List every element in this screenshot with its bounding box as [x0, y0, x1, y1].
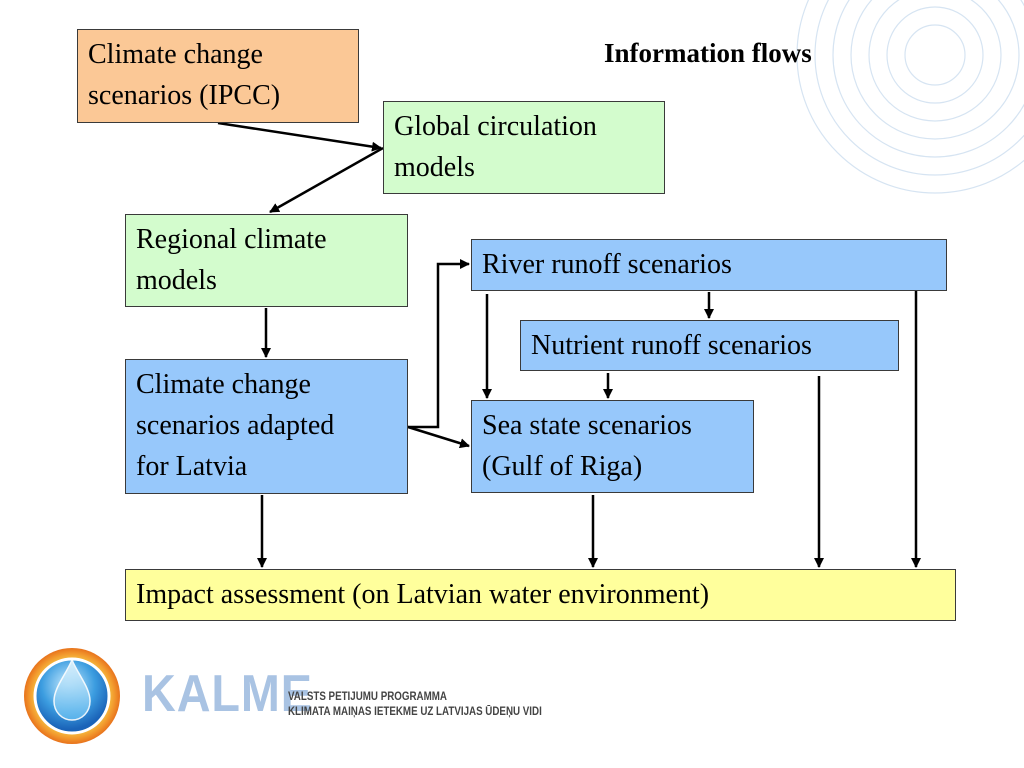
- slide-title: Information flows: [604, 38, 812, 68]
- box-line: Sea state scenarios: [482, 410, 692, 441]
- box-climate-change-scenarios-adapted: Climate change scenarios adapted for Lat…: [125, 359, 408, 494]
- box-line: (Gulf of Riga): [482, 451, 643, 482]
- box-line: models: [394, 152, 475, 183]
- box-climate-change-scenarios-ipcc: Climate change scenarios (IPCC): [77, 29, 359, 123]
- logo-subtitle: VALSTS PĒTĪJUMU PROGRAMMA KLIMATA MAIŅAS…: [288, 690, 542, 720]
- box-regional-climate-models: Regional climate models: [125, 214, 408, 307]
- box-line: Climate change: [88, 39, 263, 70]
- arrow-adapted-to-river: [408, 259, 470, 429]
- box-line: Global circulation: [394, 111, 597, 142]
- water-drop-icon: [24, 648, 120, 744]
- box-line: scenarios (IPCC): [88, 80, 281, 111]
- box-line: scenarios adapted: [136, 410, 335, 441]
- box-global-circulation-models: Global circulation models: [383, 101, 665, 194]
- logo-subtitle-line-1: VALSTS PĒTĪJUMU PROGRAMMA: [288, 691, 447, 703]
- arrow-gcm-to-rcm: [269, 146, 384, 214]
- box-river-runoff-scenarios: River runoff scenarios: [471, 239, 947, 291]
- logo-wordmark: KALME: [142, 665, 313, 723]
- box-impact-assessment: Impact assessment (on Latvian water envi…: [125, 569, 956, 621]
- box-line: for Latvia: [136, 451, 248, 482]
- logo-subtitle-line-2: KLIMATA MAIŅAS IETEKME UZ LATVIJAS ŪDEŅU…: [288, 706, 542, 718]
- box-line: Nutrient runoff scenarios: [531, 330, 812, 361]
- arrow-ipcc-to-gcm: [217, 121, 382, 152]
- box-line: models: [136, 265, 217, 296]
- arrow-adapted-to-sea: [407, 425, 470, 449]
- box-line: Impact assessment (on Latvian water envi…: [136, 579, 710, 610]
- box-sea-state-scenarios: Sea state scenarios (Gulf of Riga): [471, 400, 754, 493]
- box-nutrient-runoff-scenarios: Nutrient runoff scenarios: [520, 320, 899, 371]
- box-line: Regional climate: [136, 224, 327, 255]
- box-line: River runoff scenarios: [482, 249, 732, 280]
- box-line: Climate change: [136, 369, 311, 400]
